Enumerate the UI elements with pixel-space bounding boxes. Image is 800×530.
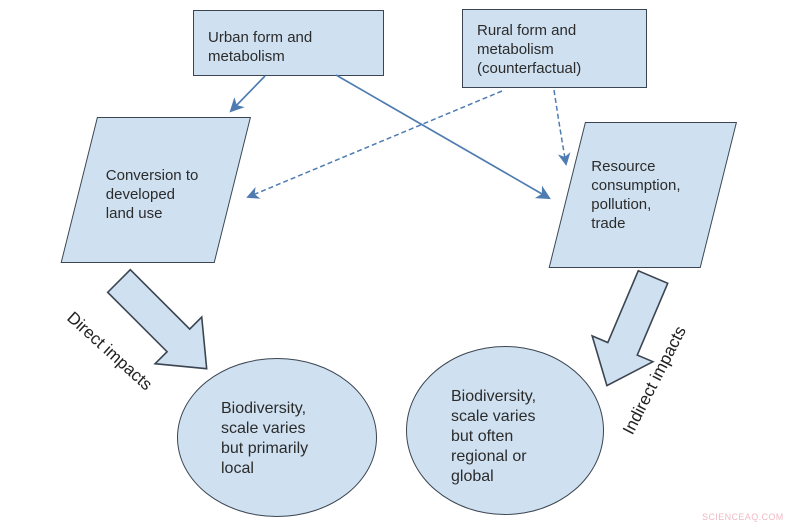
node-rural-form-metabolism: Rural form and metabolism (counterfactua…	[462, 9, 647, 88]
node-biodiversity-global: Biodiversity, scale varies but often reg…	[406, 346, 604, 515]
node-conversion-land-use: Conversion to developed land use	[60, 117, 251, 263]
node-biodiversity-local: Biodiversity, scale varies but primarily…	[177, 358, 377, 517]
arrow-rural-to-conversion-dashed	[246, 90, 503, 199]
block-arrow-direct-impacts	[106, 268, 208, 370]
node-resource-label: Resource consumption, pollution, trade	[591, 158, 681, 232]
watermark-text: SCIENCEAQ.COM	[702, 512, 784, 522]
arrow-urban-to-resource	[335, 74, 551, 200]
arrow-rural-to-resource-dashed	[553, 89, 571, 166]
node-urban-label: Urban form and metabolism	[208, 29, 313, 65]
node-conversion-label: Conversion to developed land use	[105, 167, 199, 222]
node-biodiversity-local-label: Biodiversity, scale varies but primarily…	[221, 400, 309, 477]
label-indirect-impacts: Indirect impacts	[619, 322, 690, 438]
arrow-urban-to-conversion	[229, 75, 266, 113]
node-rural-label: Rural form and metabolism (counterfactua…	[477, 22, 582, 77]
node-biodiversity-global-label: Biodiversity, scale varies but often reg…	[451, 388, 537, 485]
label-direct-impacts: Direct impacts	[63, 308, 157, 395]
node-urban-form-metabolism: Urban form and metabolism	[193, 10, 384, 76]
node-resource-consumption: Resource consumption, pollution, trade	[548, 122, 737, 268]
